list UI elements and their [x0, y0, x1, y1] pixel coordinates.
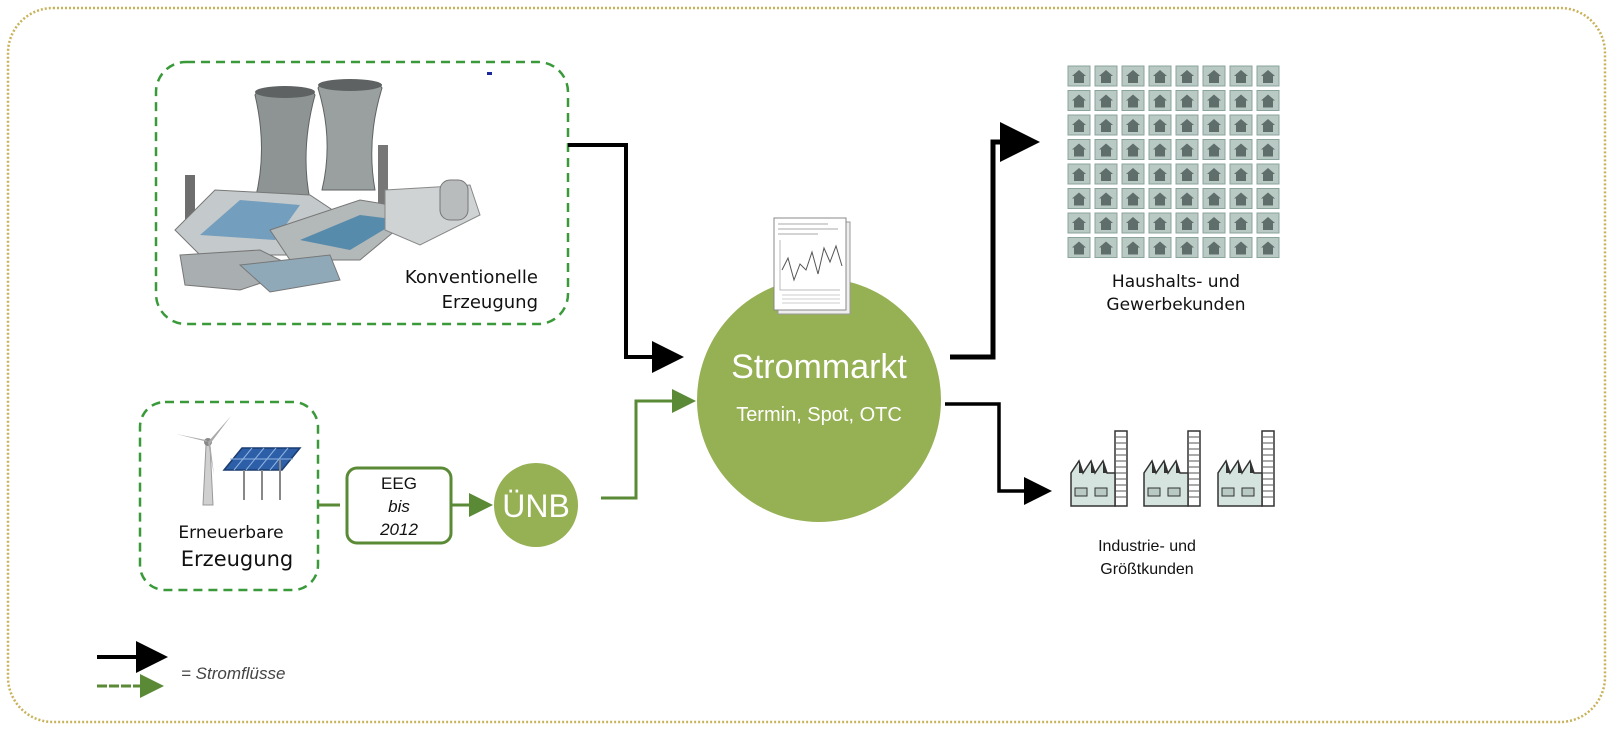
house-icon [1148, 237, 1172, 258]
factory-icon [1143, 430, 1201, 507]
house-icon [1121, 188, 1145, 209]
flow-arrow-conventional-to-market [568, 143, 684, 373]
legend-label: = Stromflüsse [181, 664, 285, 683]
industry-label-2: Größtkunden [1100, 561, 1193, 578]
renewable-generation-box [138, 400, 320, 592]
house-icon [1094, 163, 1118, 185]
house-icon [1148, 114, 1172, 136]
house-icon [1256, 163, 1280, 185]
house-icon [1256, 212, 1280, 234]
house-icon [1094, 237, 1118, 258]
house-icon [1202, 65, 1226, 87]
house-icon [1121, 163, 1145, 185]
uenb-circle [494, 463, 578, 547]
house-icon [1175, 188, 1199, 209]
house-icon [1175, 114, 1199, 136]
house-icon [1256, 114, 1280, 136]
strommarkt-title: Strommarkt [731, 348, 907, 386]
eeg-label-bis: bis [388, 497, 410, 516]
strommarkt-subtitle: Termin, Spot, OTC [736, 404, 902, 426]
house-icon [1094, 90, 1118, 111]
house-icon [1229, 237, 1253, 258]
outer-frame [6, 6, 1607, 724]
power-plant-icon [174, 72, 492, 293]
house-icon [1094, 188, 1118, 209]
house-icon [1067, 90, 1091, 111]
house-icon [1067, 114, 1091, 136]
house-icon [1121, 90, 1145, 111]
eeg-label: EEG [381, 474, 417, 493]
house-icon [1175, 90, 1199, 111]
house-icon [1175, 139, 1199, 160]
house-icon [1256, 188, 1280, 209]
house-icon [1256, 139, 1280, 160]
house-icon [1067, 65, 1091, 87]
solar-panel-icon [222, 447, 302, 500]
house-icon [1229, 163, 1253, 185]
uenb-label: ÜNB [502, 488, 570, 524]
house-icon [1202, 237, 1226, 258]
house-icon [1229, 212, 1253, 234]
price-chart-document-icon [773, 217, 851, 315]
conventional-label: Konventionelle [405, 267, 538, 288]
house-icon [1121, 212, 1145, 234]
flow-arrow-uenb-to-market [601, 389, 696, 500]
house-icon [1121, 114, 1145, 136]
house-icon [1148, 65, 1172, 87]
wind-turbine-icon [176, 416, 231, 506]
house-icon [1202, 90, 1226, 111]
house-icon [1256, 237, 1280, 258]
house-icon [1148, 212, 1172, 234]
house-icon [1229, 114, 1253, 136]
house-icon [1148, 90, 1172, 111]
eeg-label-year: 2012 [379, 520, 418, 539]
house-icon [1202, 114, 1226, 136]
conventional-label-2: Erzeugung [442, 292, 538, 313]
house-icon [1094, 65, 1118, 87]
house-icon [1067, 237, 1091, 258]
renewable-label-2: Erzeugung [181, 547, 293, 571]
house-icon [1148, 163, 1172, 185]
house-icon [1121, 65, 1145, 87]
flow-arrow-market-to-households [950, 122, 1040, 360]
house-icon [1067, 139, 1091, 160]
households-label: Haushalts- und [1112, 272, 1240, 292]
flow-arrow-market-to-industry [945, 402, 1052, 505]
house-icon [1067, 212, 1091, 234]
house-icon [1256, 90, 1280, 111]
house-icon [1256, 65, 1280, 87]
conventional-generation-box [154, 60, 570, 326]
households-icon-grid [1067, 65, 1280, 258]
renewable-label: Erneuerbare [178, 523, 283, 543]
factory-icon [1070, 430, 1128, 507]
house-icon [1175, 65, 1199, 87]
house-icon [1094, 212, 1118, 234]
house-icon [1229, 188, 1253, 209]
house-icon [1202, 139, 1226, 160]
factory-icon [1217, 430, 1275, 507]
house-icon [1175, 237, 1199, 258]
house-icon [1067, 188, 1091, 209]
house-icon [1175, 163, 1199, 185]
house-icon [1121, 139, 1145, 160]
households-label-2: Gewerbekunden [1106, 295, 1245, 315]
industry-label: Industrie- und [1098, 538, 1196, 555]
house-icon [1202, 212, 1226, 234]
house-icon [1202, 188, 1226, 209]
house-icon [1229, 139, 1253, 160]
house-icon [1067, 163, 1091, 185]
house-icon [1094, 139, 1118, 160]
house-icon [1229, 90, 1253, 111]
house-icon [1121, 237, 1145, 258]
strommarkt-circle [697, 278, 941, 522]
house-icon [1175, 212, 1199, 234]
house-icon [1229, 65, 1253, 87]
house-icon [1094, 114, 1118, 136]
house-icon [1202, 163, 1226, 185]
house-icon [1148, 188, 1172, 209]
house-icon [1148, 139, 1172, 160]
